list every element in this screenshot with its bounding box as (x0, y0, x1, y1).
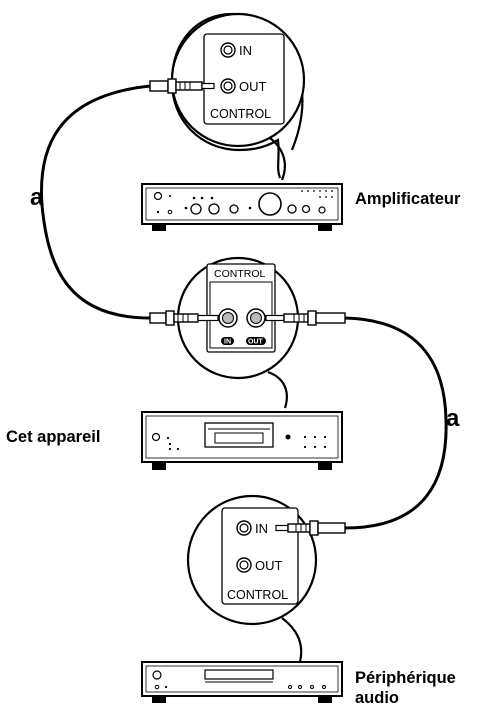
this-unit-label: Cet appareil (6, 428, 101, 446)
audio-device (141, 661, 343, 703)
audio-device-label-line2: audio (355, 689, 399, 707)
power-button-icon (151, 432, 161, 442)
amp-foot (152, 224, 166, 231)
middle-out-label: OUT (248, 339, 264, 346)
audio-disc-tray (204, 669, 274, 680)
bottom-control-title: CONTROL (227, 588, 288, 602)
amp-knob-icon (190, 203, 202, 215)
bottom-in-label: IN (255, 521, 268, 536)
audio-foot (318, 696, 332, 703)
amplifier-label: Amplificateur (355, 190, 461, 208)
bottom-in-jack-icon (236, 520, 252, 536)
middle-control-panel (206, 263, 276, 353)
amp-knob-icon (229, 204, 239, 214)
amp-foot (318, 224, 332, 231)
middle-in-badge (221, 337, 234, 345)
middle-control-title: CONTROL (214, 268, 265, 280)
audio-power-icon (152, 670, 162, 680)
top-in-jack-icon (220, 42, 236, 58)
audio-foot (152, 696, 166, 703)
middle-out-badge (246, 337, 266, 345)
top-out-jack-icon (220, 78, 236, 94)
amp-volume-knob-icon (258, 192, 282, 216)
top-in-label: IN (239, 43, 252, 58)
unit-foot (152, 462, 166, 470)
bottom-plug-icon (275, 520, 346, 536)
bottom-out-label: OUT (255, 558, 283, 573)
bottom-out-jack-icon (236, 557, 252, 573)
middle-right-plug-icon (265, 310, 346, 326)
left-cable-label: a (30, 184, 44, 211)
middle-bubble: CONTROL IN OUT (149, 256, 346, 409)
bottom-bubble: IN OUT CONTROL (186, 494, 346, 663)
audio-device-label-line1: Périphérique (355, 669, 456, 687)
middle-in-label: IN (224, 339, 231, 346)
this-unit-device (141, 411, 343, 470)
unit-foot (318, 462, 332, 470)
right-cable-label: a (446, 405, 460, 432)
top-control-title: CONTROL (210, 107, 271, 121)
top-bubble: IN OUT CONTROL (149, 12, 306, 181)
middle-left-plug-icon (149, 310, 219, 326)
top-plug-icon (149, 78, 215, 94)
top-out-label: OUT (239, 79, 267, 94)
amp-knob-icon (208, 203, 220, 215)
right-cable (344, 316, 448, 530)
left-cable (39, 84, 151, 320)
amplifier-device (141, 183, 343, 231)
